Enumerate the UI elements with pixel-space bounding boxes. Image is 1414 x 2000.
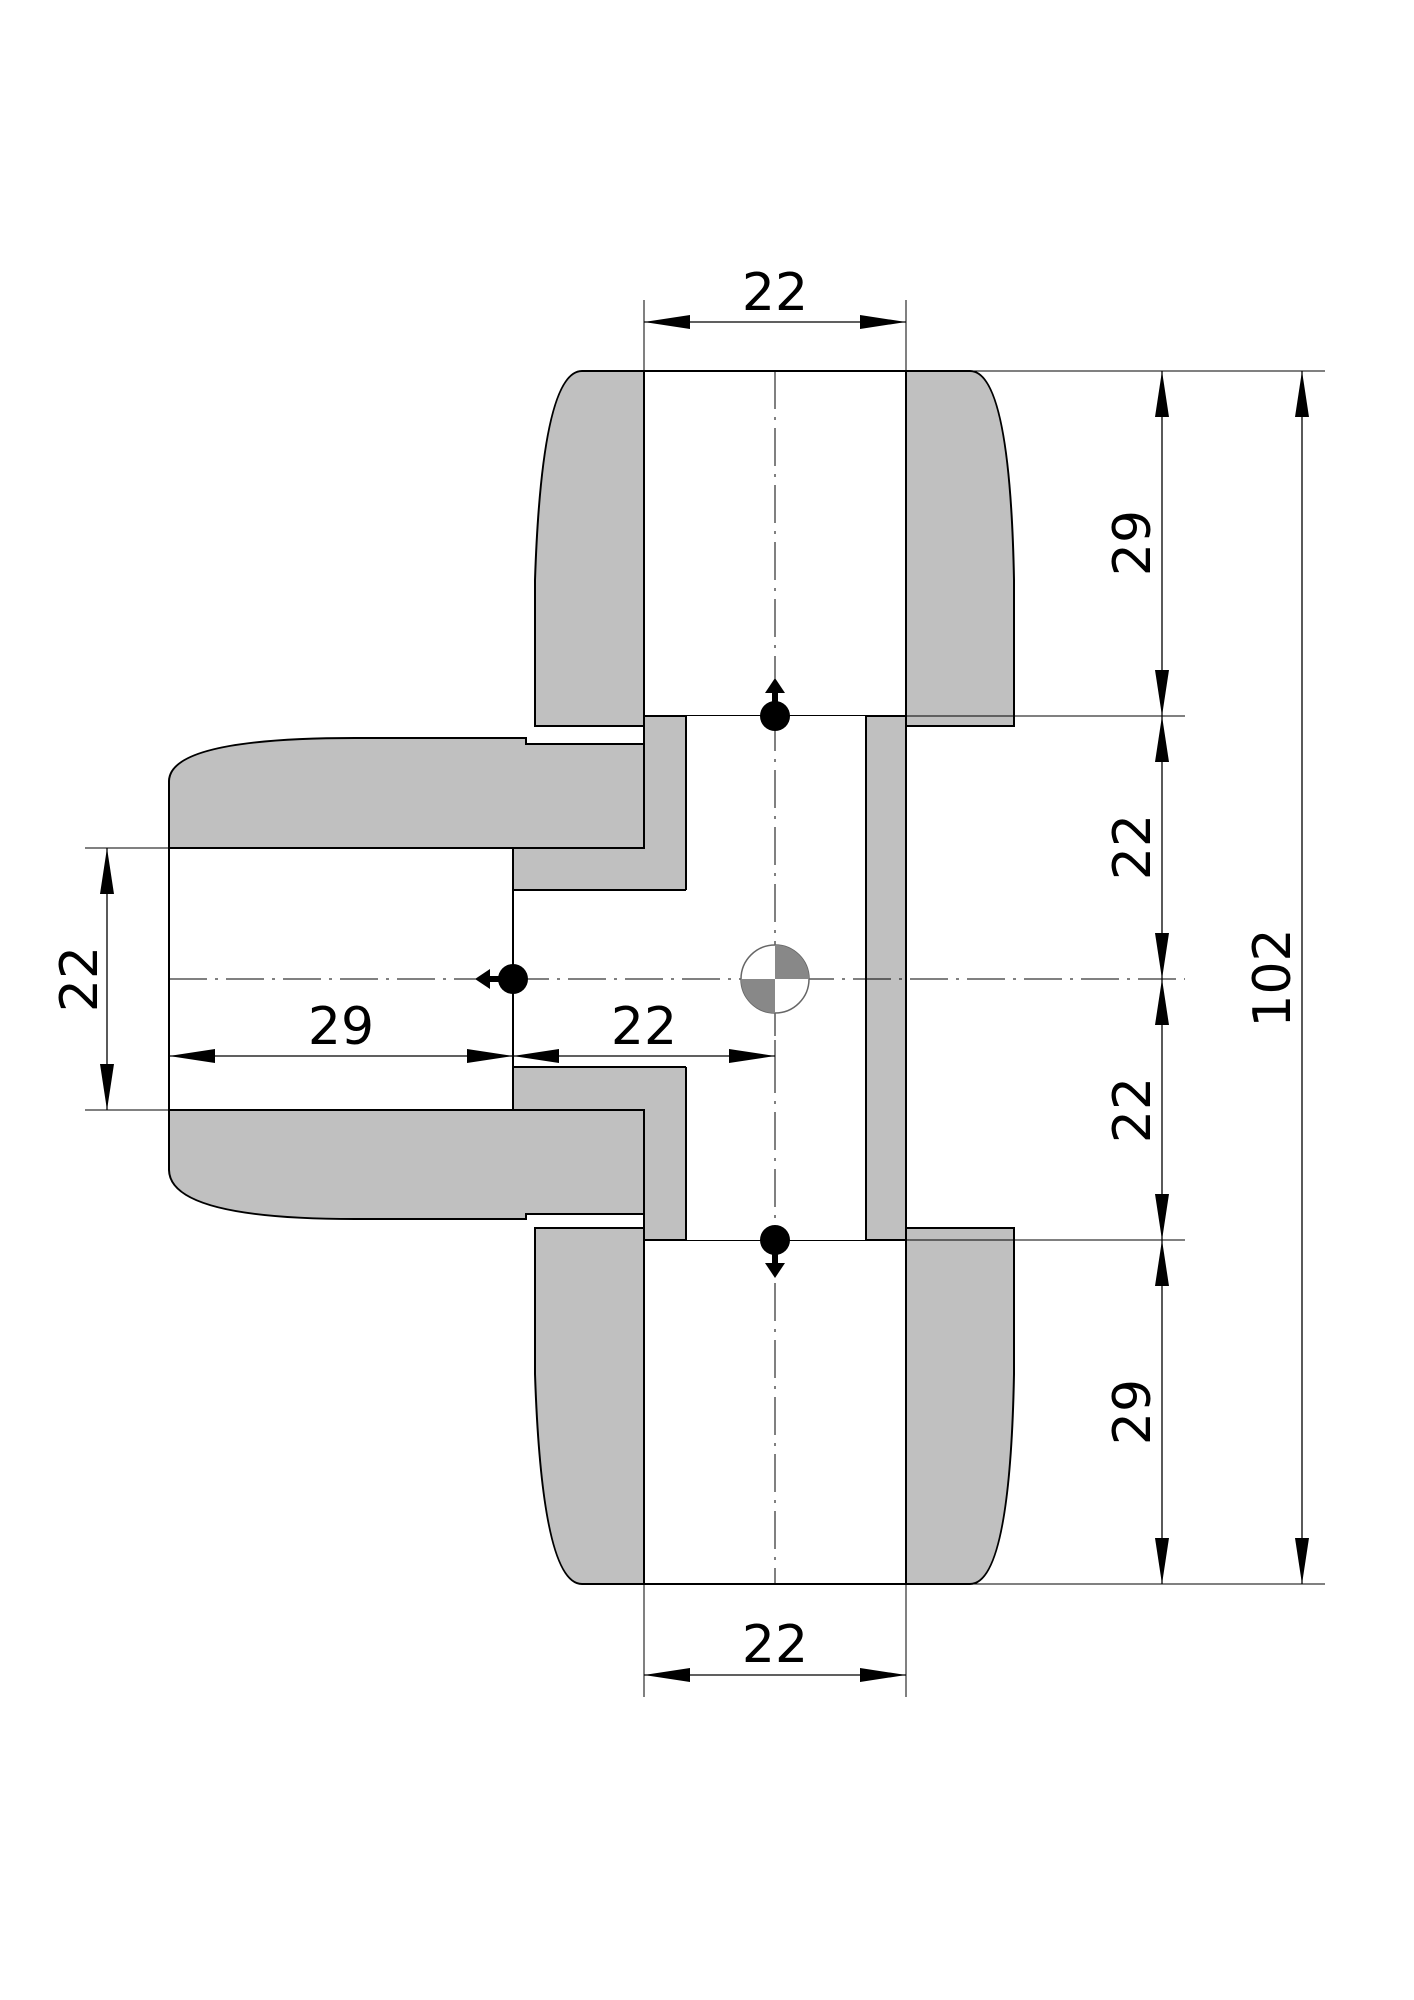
flow-arrow-up-icon [760,678,790,731]
flow-arrow-down-icon [760,1225,790,1278]
dim-top-bore-width: 22 [643,263,907,371]
dim-side-horizontal: 29 22 [169,997,776,1067]
dim-label: 29 [308,997,374,1057]
dim-label: 29 [1103,510,1163,576]
dim-label: 102 [1243,928,1303,1027]
dim-side-bore-width: 22 [50,847,169,1111]
dim-label: 29 [1103,1379,1163,1445]
dim-label: 22 [742,1615,808,1675]
dim-label: 22 [1103,1077,1163,1143]
dim-overall-length: 102 [1243,371,1309,1584]
dim-right-chain: 29 22 22 29 [906,370,1325,1585]
dim-label: 22 [1103,814,1163,880]
dim-label: 22 [611,997,677,1057]
flow-arrow-left-icon [475,964,528,994]
run-wall-right [865,715,907,1241]
dim-label: 22 [50,946,110,1012]
dim-label: 22 [742,263,808,323]
dim-bottom-bore-width: 22 [643,1584,907,1697]
center-of-mass-icon [740,944,810,1014]
